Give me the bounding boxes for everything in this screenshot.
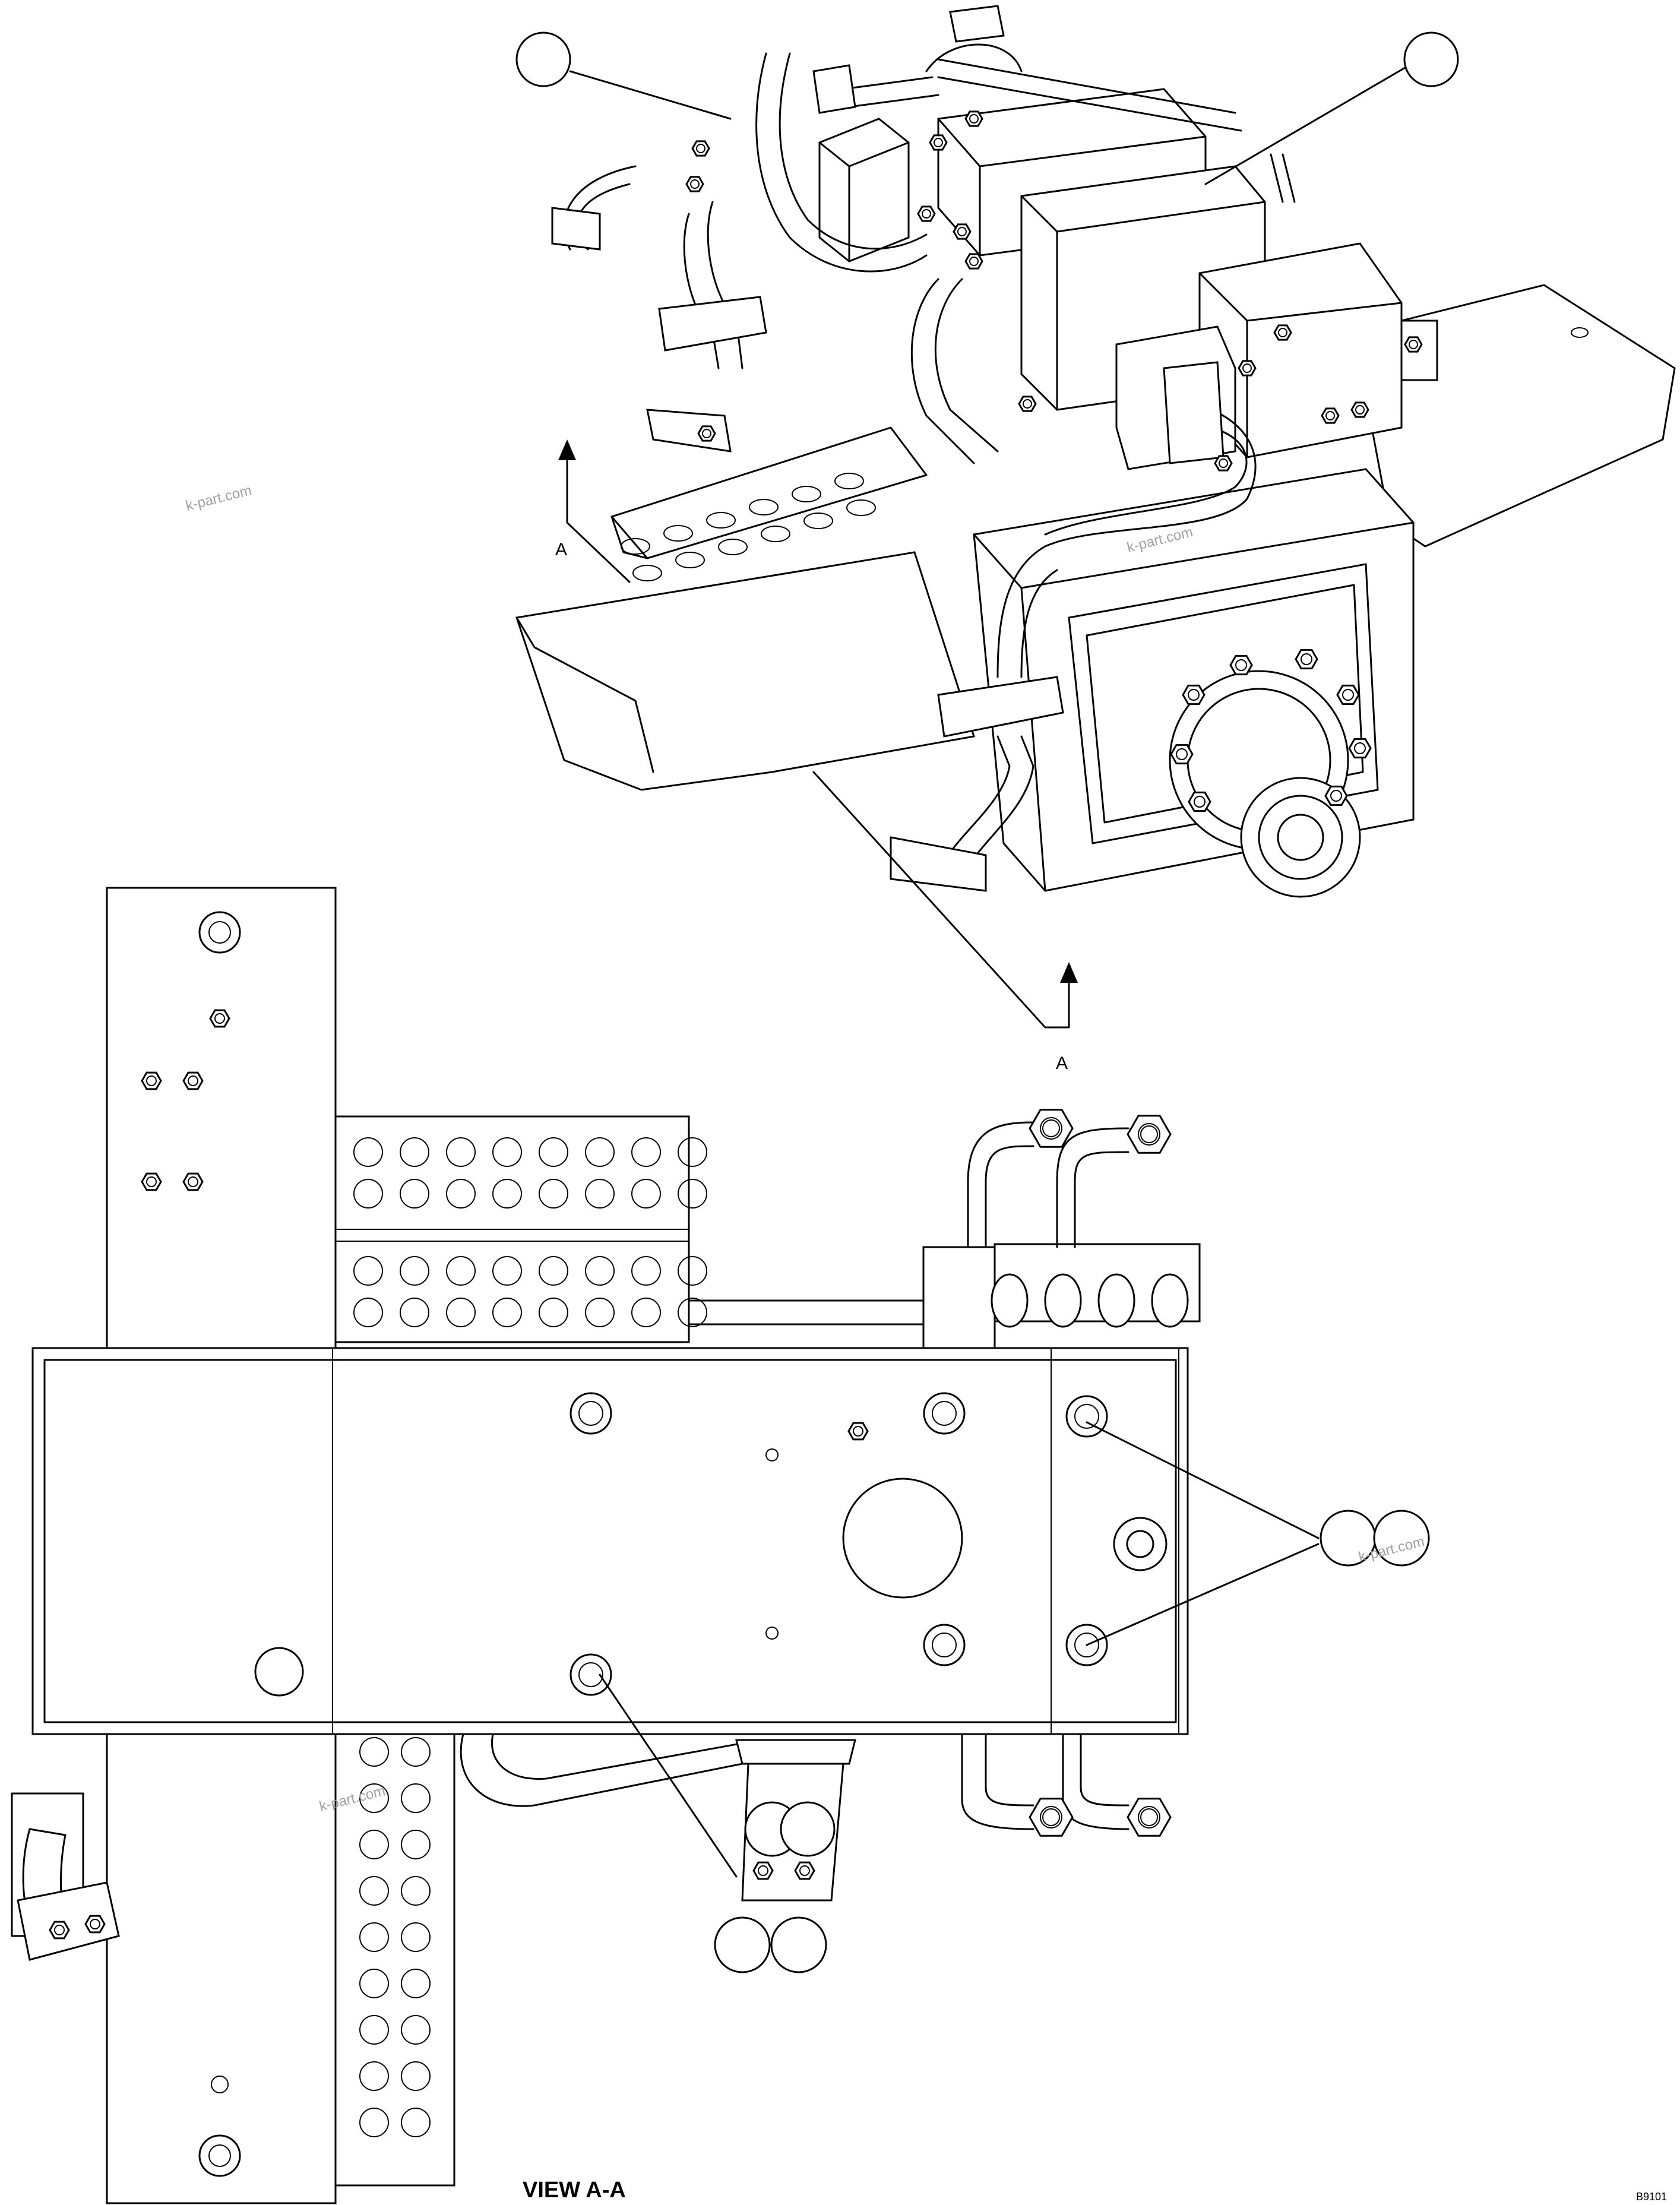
watermark: k-part.com <box>184 482 254 514</box>
valve-manifold <box>922 1109 1201 1349</box>
callout-1 <box>515 31 571 87</box>
view-caption: VIEW A-A <box>523 2178 626 2203</box>
section-label-upper: A <box>555 540 567 559</box>
callout-2 <box>1403 31 1459 87</box>
valve-block <box>818 88 1403 470</box>
drawing-code: B9101 <box>1636 2191 1667 2203</box>
callout-5 <box>714 1916 771 1973</box>
section-arrow-upper: A <box>555 439 631 583</box>
hose-clamps <box>551 5 1438 892</box>
isometric-assembly: A A <box>515 5 1676 1073</box>
bottom-hose-lines <box>11 1733 1172 1961</box>
perforated-channel-upper <box>334 1115 707 1343</box>
leader-lines <box>569 58 1420 1878</box>
perforated-channel <box>515 426 975 791</box>
section-view-a-a <box>11 887 1201 2204</box>
frame-horizontal <box>31 1347 1189 1735</box>
callout-balloons <box>515 31 1459 1973</box>
callout-6 <box>770 1916 827 1973</box>
section-arrow-lower: A <box>812 771 1078 1073</box>
pump-housing <box>973 468 1415 898</box>
callout-4 <box>1373 1510 1430 1567</box>
section-label-lower: A <box>1056 1054 1068 1073</box>
